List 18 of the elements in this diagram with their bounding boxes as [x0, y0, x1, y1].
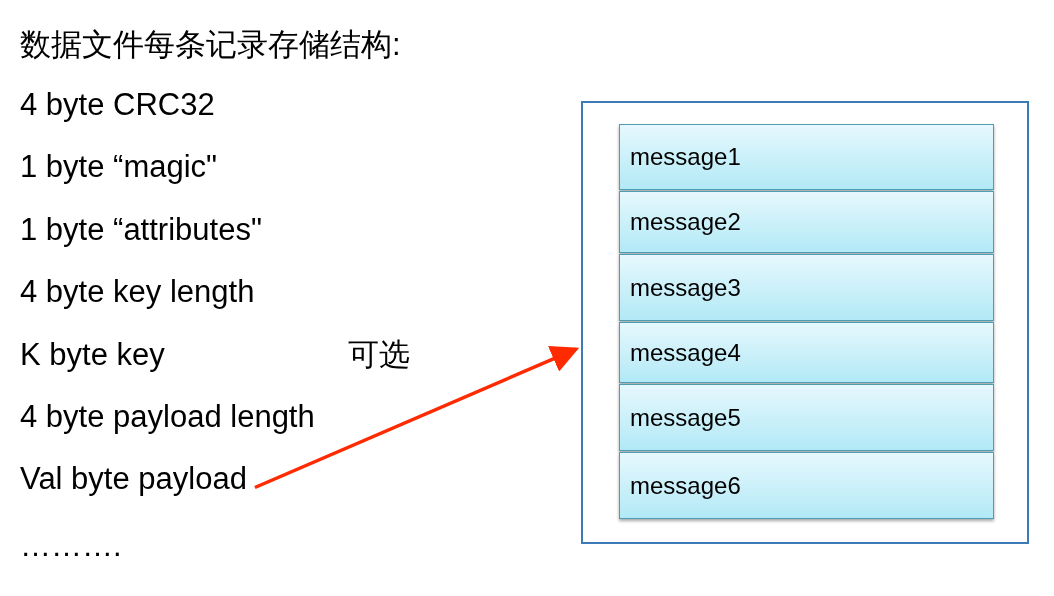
field-text: Val byte payload: [20, 462, 247, 494]
container-box: [581, 101, 1029, 544]
message-block: message1: [619, 124, 994, 190]
arrow: [254, 345, 580, 490]
field-text: 1 byte “attributes": [20, 213, 262, 245]
message-block: message2: [619, 191, 994, 253]
field-text: 4 byte key length: [20, 275, 255, 307]
field-text: K byte key: [20, 338, 165, 370]
message-block: message5: [619, 384, 994, 451]
field-text: 4 byte payload length: [20, 400, 315, 432]
title: 数据文件每条记录存储结构:: [20, 28, 401, 60]
field-text: 4 byte CRC32: [20, 88, 215, 120]
ellipsis-text: ……….: [20, 529, 122, 561]
field-text: 1 byte “magic": [20, 150, 218, 182]
message-block: message3: [619, 254, 994, 321]
message-block: message6: [619, 452, 994, 519]
message-block: message4: [619, 322, 994, 383]
field-text: 可选: [348, 338, 410, 370]
